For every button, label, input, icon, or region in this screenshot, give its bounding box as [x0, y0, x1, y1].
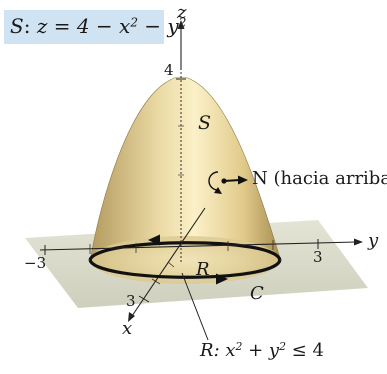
surface-label: S: [198, 112, 212, 134]
region-def-part-b: + y: [242, 340, 280, 361]
curve-back: [88, 241, 282, 261]
y-tick-label-pos: 3: [313, 248, 323, 266]
normal-label: N (hacia arriba): [252, 168, 387, 189]
region-def-exp-a: 2: [235, 340, 243, 354]
y-axis-arrowhead: [354, 238, 363, 246]
x-axis-label: x: [122, 318, 133, 339]
y-axis: [39, 241, 357, 251]
equation-exp-x: 2: [130, 15, 138, 30]
curve-front: [88, 259, 282, 279]
curve-arrow-front: [216, 273, 228, 285]
curve-arrow-back: [148, 234, 160, 246]
normal-vector: [223, 179, 241, 182]
surface-equation: S: z = 4 − x2 − y2: [10, 14, 187, 38]
region-def-name: R: [200, 340, 214, 361]
y-axis-label: y: [368, 230, 379, 251]
normal-arrowhead: [238, 175, 248, 185]
region-definition: R: x2 + y2 ≤ 4: [200, 340, 324, 361]
x-tick-1: [167, 261, 175, 268]
region-def-part-c: ≤ 4: [285, 340, 324, 361]
equation-highlight-box: [4, 10, 164, 44]
x-tick-label: 3: [126, 292, 136, 310]
equation-exp-y: 2: [178, 15, 187, 30]
region-def-exp-b: 2: [279, 340, 286, 354]
x-axis-arrowhead: [128, 312, 135, 322]
region-label: R: [196, 259, 210, 280]
equation-part-2: − y: [137, 14, 179, 38]
region-def-part-a: : x: [213, 340, 236, 361]
equation-part-1: z = 4 − x: [36, 14, 131, 38]
curve-label: C: [250, 283, 264, 304]
y-tick-label-neg: −3: [24, 254, 47, 272]
z-tick-label: 4: [164, 61, 174, 79]
z-axis-arrowhead: [177, 20, 185, 29]
rotation-arrowhead: [214, 187, 222, 194]
surface-name: S: [10, 14, 24, 38]
x-tick-3: [138, 295, 150, 303]
region-leader-line: [181, 272, 209, 341]
rotation-indicator: [208, 171, 219, 191]
z-axis-label: z: [177, 2, 187, 23]
x-tick-2: [151, 278, 161, 285]
